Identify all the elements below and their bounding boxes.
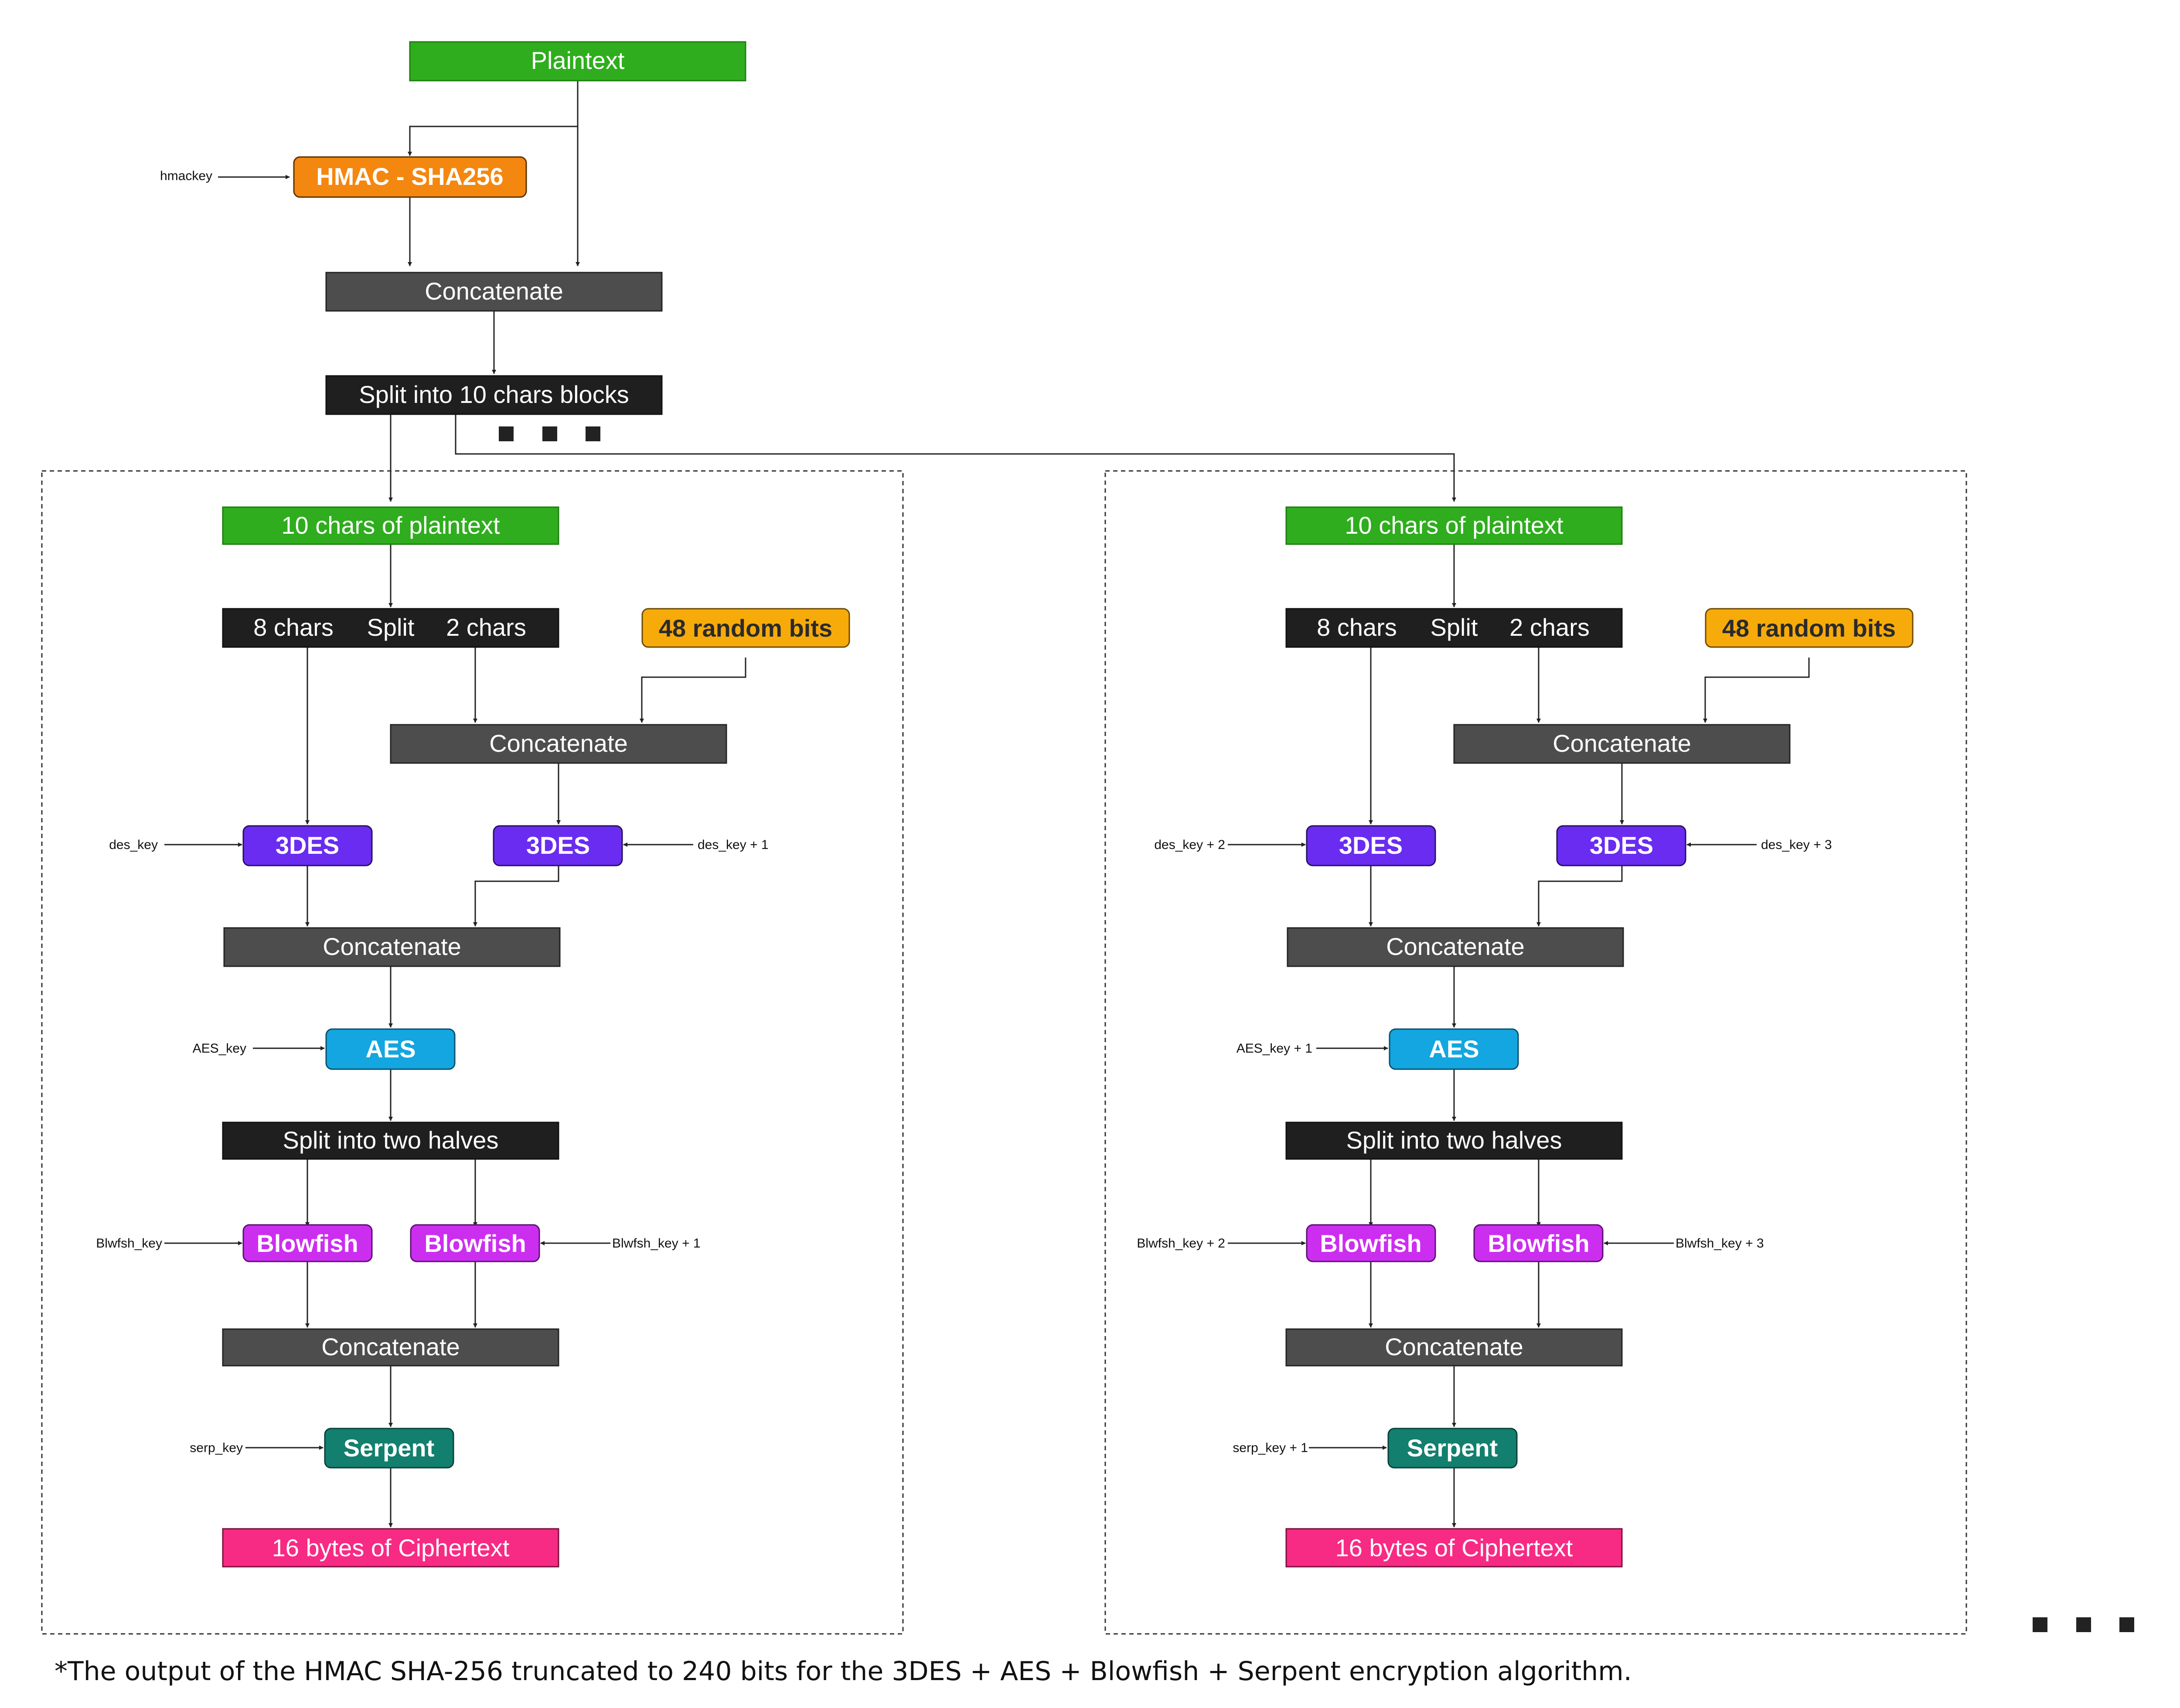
left-3des-b-label: 3DES [526,832,590,859]
left-blowfish-a-label: Blowfish [256,1230,358,1257]
left-des-b-key: des_key + 1 [698,838,769,852]
left-split-word-label: Split [367,614,415,641]
right-3des-b-label: 3DES [1590,832,1653,859]
right-halves-box [1285,1122,1623,1160]
right-connectors [1228,544,1810,1527]
right-split-word-label: Split [1431,614,1478,641]
left-concat1-label: Concatenate [489,730,628,757]
plaintext-box [409,41,746,82]
left-plaintext10-box [222,506,559,545]
top-concatenate-box [325,272,663,312]
left-connectors [164,544,746,1527]
left-random-bits-box [641,608,850,648]
right-concat2-label: Concatenate [1386,933,1525,960]
left-blowfish-a-key: Blwfsh_key [96,1236,162,1251]
right-block: 10 chars of plaintext 8 chars Split 2 ch… [1104,470,1967,1635]
right-des-a-key: des_key + 2 [1154,838,1225,852]
right-aes-label: AES [1429,1035,1479,1063]
right-plaintext10-box [1285,506,1623,545]
left-halves-label: Split into two halves [283,1126,499,1154]
right-concat3-box [1285,1328,1623,1367]
left-aes-box [325,1028,456,1070]
left-split-8chars-label: 8 chars [253,614,334,641]
right-serpent-box [1387,1428,1518,1469]
hmackey-label: hmackey [160,169,212,183]
top-concatenate-label: Concatenate [425,277,563,305]
right-random-bits-box [1705,608,1914,648]
left-random-bits-label: 48 random bits [659,614,832,642]
ellipsis-top [499,426,600,441]
left-concat2-box [223,927,561,967]
right-blowfish-b-label: Blowfish [1488,1230,1589,1257]
left-block: 10 chars of plaintext 8 chars Split 2 ch… [41,470,904,1635]
split-blocks-box [325,375,663,415]
left-plaintext10-label: 10 chars of plaintext [281,511,500,539]
hmac-sha256-label: HMAC - SHA256 [316,163,503,190]
right-serpent-label: Serpent [1407,1434,1498,1462]
left-concat3-box [222,1328,559,1367]
split-blocks-label: Split into 10 chars blocks [359,381,629,408]
right-des-b-key: des_key + 3 [1761,838,1832,852]
right-split-8chars-label: 8 chars [1317,614,1397,641]
right-ciphertext-label: 16 bytes of Ciphertext [1335,1534,1573,1561]
right-3des-a-label: 3DES [1339,832,1403,859]
top-connectors [218,81,1456,502]
left-concat2-label: Concatenate [323,933,461,960]
left-ciphertext-label: 16 bytes of Ciphertext [272,1534,510,1561]
left-split-2chars-label: 2 chars [446,614,526,641]
plaintext-label: Plaintext [531,47,625,74]
left-halves-box [222,1122,559,1160]
left-blowfish-b-label: Blowfish [424,1230,526,1257]
right-halves-label: Split into two halves [1346,1126,1562,1154]
right-blowfish-a-box [1306,1224,1436,1262]
right-concat1-label: Concatenate [1553,730,1691,757]
left-blowfish-b-key: Blwfsh_key + 1 [612,1236,701,1251]
right-split-chars-box [1285,608,1623,648]
left-blowfish-a-box [242,1224,373,1262]
right-serpent-key: serp_key + 1 [1233,1441,1308,1455]
left-aes-label: AES [365,1035,416,1063]
left-aes-key: AES_key [193,1041,246,1056]
hmac-sha256-box [293,156,527,198]
left-3des-a-box [242,825,373,866]
right-ciphertext-box [1285,1528,1623,1568]
right-random-bits-label: 48 random bits [1722,614,1896,642]
right-concat3-label: Concatenate [1385,1333,1523,1360]
right-concat2-box [1287,927,1624,967]
right-3des-a-box [1306,825,1436,866]
right-blowfish-a-key: Blwfsh_key + 2 [1137,1236,1225,1251]
left-serpent-key: serp_key [190,1441,243,1455]
ellipsis-bottom [2033,1617,2134,1632]
left-blowfish-b-box [410,1224,540,1262]
left-des-a-key: des_key [109,838,158,852]
left-ciphertext-box [222,1528,559,1568]
right-concat1-box [1453,724,1791,764]
footnote: *The output of the HMAC SHA-256 truncate… [54,1656,1632,1687]
right-blowfish-b-box [1473,1224,1604,1262]
right-blowfish-b-key: Blwfsh_key + 3 [1676,1236,1764,1251]
right-plaintext10-label: 10 chars of plaintext [1345,511,1563,539]
right-aes-box [1389,1028,1519,1070]
right-split-2chars-label: 2 chars [1509,614,1590,641]
right-aes-key: AES_key + 1 [1236,1041,1312,1056]
left-serpent-label: Serpent [344,1434,435,1462]
left-split-chars-box [222,608,559,648]
left-concat3-label: Concatenate [321,1333,460,1360]
right-blowfish-a-label: Blowfish [1320,1230,1421,1257]
left-concat1-box [390,724,727,764]
left-3des-a-label: 3DES [276,832,339,859]
left-3des-b-box [493,825,623,866]
right-3des-b-box [1556,825,1686,866]
left-serpent-box [324,1428,454,1469]
